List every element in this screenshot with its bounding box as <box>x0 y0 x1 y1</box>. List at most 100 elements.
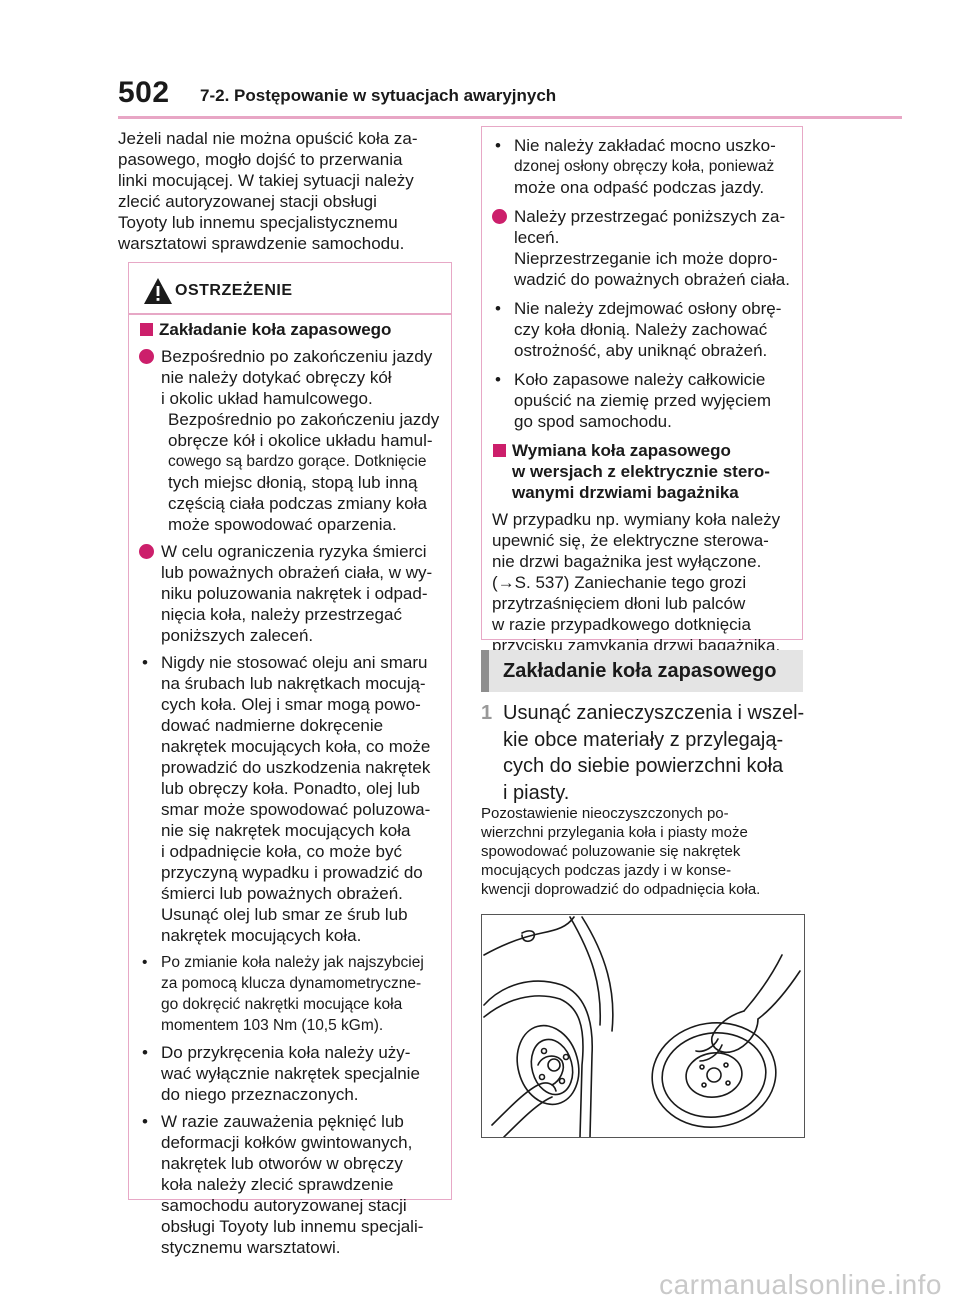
warning-label: OSTRZEŻENIE <box>175 282 293 299</box>
line: W celu ograniczenia ryzyka śmierci <box>161 542 427 561</box>
line: czy koła dłonią. Należy zachować <box>514 320 768 339</box>
step-item: 1 Usunąć zanieczyszczenia i wszel- kie o… <box>481 700 805 806</box>
line: Jeżeli nadal nie można opuścić koła za- <box>118 129 418 148</box>
line: lub obręczy koła. Ponadto, olej lub <box>161 779 420 798</box>
line: Toyoty lub innemu specjalistycznemu <box>118 213 398 232</box>
line: i piasty. <box>503 781 570 804</box>
warning-triangle-icon <box>144 278 172 304</box>
warning-dot-item: Bezpośrednio po zakończeniu jazdy nie na… <box>139 346 444 409</box>
line: prowadzić do uszkodzenia nakrętek <box>161 758 431 777</box>
section-title: 7-2. Postępowanie w sytuacjach awaryjnyc… <box>200 86 557 105</box>
line: (→S. 537) Zaniechanie tego grozi <box>492 573 747 592</box>
line: przytrzaśnięciem dłoni lub palców <box>492 594 746 613</box>
line: Nieprzestrzeganie ich może dopro- <box>514 249 778 268</box>
warning-bullet-item: Nie należy zakładać mocno uszko- dzonej … <box>492 135 798 198</box>
line: może ona odpaść podczas jazdy. <box>514 178 765 197</box>
line: Bezpośrednio po zakończeniu jazdy <box>168 410 440 429</box>
line: tych miejsc dłonią, stopą lub inną <box>168 473 418 492</box>
line: cych koła. Olej i smar mogą powo- <box>161 695 421 714</box>
line: pasowego, mogło dojść to przerwania <box>118 150 403 169</box>
line: go dokręcić nakrętki mocujące koła <box>161 996 403 1013</box>
line: nakrętek lub otworów w obręczy <box>161 1154 403 1173</box>
warning-subheading: Wymiana koła zapasowego w wersjach z ele… <box>492 440 798 503</box>
warning-heading: Zakładanie koła zapasowego <box>139 319 444 340</box>
line: spowodować poluzowanie się nakrętek <box>481 843 741 860</box>
page-number: 502 <box>118 76 170 109</box>
line: go spod samochodu. <box>514 412 672 431</box>
warning-bullet-item: Koło zapasowe należy całkowicie opuścić … <box>492 369 798 432</box>
line: nie należy dotykać obręczy kół <box>161 368 392 387</box>
line: momentem 103 Nm (10,5 kGm). <box>161 1017 384 1034</box>
illustration-drawing <box>483 916 801 1137</box>
line: leceń. <box>514 228 560 247</box>
line: W razie zauważenia pęknięć lub <box>161 1112 404 1131</box>
line: częścią ciała podczas zmiany koła <box>168 494 427 513</box>
warning-bullet-item: Po zmianie koła należy jak najszybciej z… <box>139 952 444 1036</box>
line: Koło zapasowe należy całkowicie <box>514 370 766 389</box>
line: wanymi drzwiami bagażnika <box>512 483 739 502</box>
line: nięcia koła, należy przestrzegać <box>161 605 402 624</box>
line: nakrętek mocujących koła. <box>161 926 362 945</box>
line: wadzić do poważnych obrażeń ciała. <box>514 270 790 289</box>
line: przyczyną wypadku i prowadzić do <box>161 863 423 882</box>
line: Do przykręcenia koła należy uży- <box>161 1043 411 1062</box>
warning-box: OSTRZEŻENIE Zakładanie koła zapasowego B… <box>128 262 452 1257</box>
line: koła należy zlecić sprawdzenie <box>161 1175 394 1194</box>
line: stycznemu warsztatowi. <box>161 1238 341 1257</box>
line: linki mocującej. W takiej sytuacji należ… <box>118 171 414 190</box>
line: Nigdy nie stosować oleju ani smaru <box>161 653 428 672</box>
footer-watermark: carmanualsonline.info <box>659 1269 942 1300</box>
warning-paragraph: W przypadku np. wymiany koła należy upew… <box>492 509 798 656</box>
line: dować nadmierne dokręcenie <box>161 716 384 735</box>
line: nie się nakrętek mocujących koła <box>161 821 411 840</box>
line: lub poważnych obrażeń ciała, w wy- <box>161 563 433 582</box>
line: wierzchni przylegania koła i piasty może <box>481 824 748 841</box>
line: wać wyłącznie nakrętek specjalnie <box>161 1064 420 1083</box>
line: Nie należy zakładać mocno uszko- <box>514 136 776 155</box>
step-text: Usunąć zanieczyszczenia i wszel- kie obc… <box>481 700 805 806</box>
line: upewnić się, że elektryczne sterowa- <box>492 531 769 550</box>
intro-paragraph: Jeżeli nadal nie można opuścić koła za- … <box>118 128 448 254</box>
line: kie obce materiały z przylegają- <box>503 728 784 751</box>
line: i okolic układ hamulcowego. <box>161 389 373 408</box>
step-number: 1 <box>481 702 493 724</box>
line: w wersjach z elektrycznie stero- <box>512 462 770 481</box>
line: Usunąć olej lub smar ze śrub lub <box>161 905 408 924</box>
warning-header: OSTRZEŻENIE <box>129 277 451 307</box>
line: cowego są bardzo gorące. Dotknięcie <box>168 453 427 470</box>
warning-dot-item: Należy przestrzegać poniższych za- leceń… <box>492 206 798 248</box>
warning-continued-content: Nie należy zakładać mocno uszko- dzonej … <box>492 135 798 656</box>
line: cych do siebie powierzchni koła <box>503 755 784 777</box>
line: może spowodować oparzenia. <box>168 515 397 534</box>
line: W przypadku np. wymiany koła należy <box>492 510 781 529</box>
line: kwencji doprowadzić do odpadnięcia koła. <box>481 881 761 898</box>
warning-bullet-item: W razie zauważenia pęknięć lub deformacj… <box>139 1111 444 1258</box>
line: na śrubach lub nakrętkach mocują- <box>161 674 426 693</box>
step-note: Pozostawienie nieoczyszczonych po- wierz… <box>481 804 805 899</box>
line: Bezpośrednio po zakończeniu jazdy <box>161 347 433 366</box>
line: do niego przeznaczonych. <box>161 1085 359 1104</box>
line: niku poluzowania nakrętek i odpad- <box>161 584 428 603</box>
warning-content: Zakładanie koła zapasowego Bezpośrednio … <box>139 319 444 1258</box>
warning-dot-continuation: Bezpośrednio po zakończeniu jazdy obręcz… <box>139 409 444 535</box>
warning-separator <box>129 313 451 315</box>
line: warsztatowi sprawdzenie samochodu. <box>118 234 405 253</box>
section-heading-text: Zakładanie koła zapasowego <box>503 660 777 682</box>
line: i odpadnięcie koła, co może być <box>161 842 402 861</box>
warning-bullet-item: Do przykręcenia koła należy uży- wać wył… <box>139 1042 444 1105</box>
line: Po zmianie koła należy jak najszybciej <box>161 954 424 971</box>
line: nie drzwi bagażnika jest wyłączone. <box>492 552 762 571</box>
line: Pozostawienie nieoczyszczonych po- <box>481 805 729 822</box>
line: nakrętek mocujących koła, co może <box>161 737 431 756</box>
line: Usunąć zanieczyszczenia i wszel- <box>503 702 805 724</box>
line: samochodu autoryzowanej stacji <box>161 1196 407 1215</box>
line: śmierci lub poważnych obrażeń. <box>161 884 403 903</box>
section-heading: Zakładanie koła zapasowego <box>481 650 803 692</box>
warning-bullet-item: Nigdy nie stosować oleju ani smaru na śr… <box>139 652 444 946</box>
line: mocujących podczas jazdy i w konse- <box>481 862 732 879</box>
line: Nie należy zdejmować osłony obrę- <box>514 299 782 318</box>
line: opuścić na ziemię przed wyjęciem <box>514 391 771 410</box>
warning-box-continued: Nie należy zakładać mocno uszko- dzonej … <box>481 126 803 655</box>
header-rule <box>118 116 902 119</box>
warning-bullet-item: Nie należy zdejmować osłony obrę- czy ko… <box>492 298 798 361</box>
